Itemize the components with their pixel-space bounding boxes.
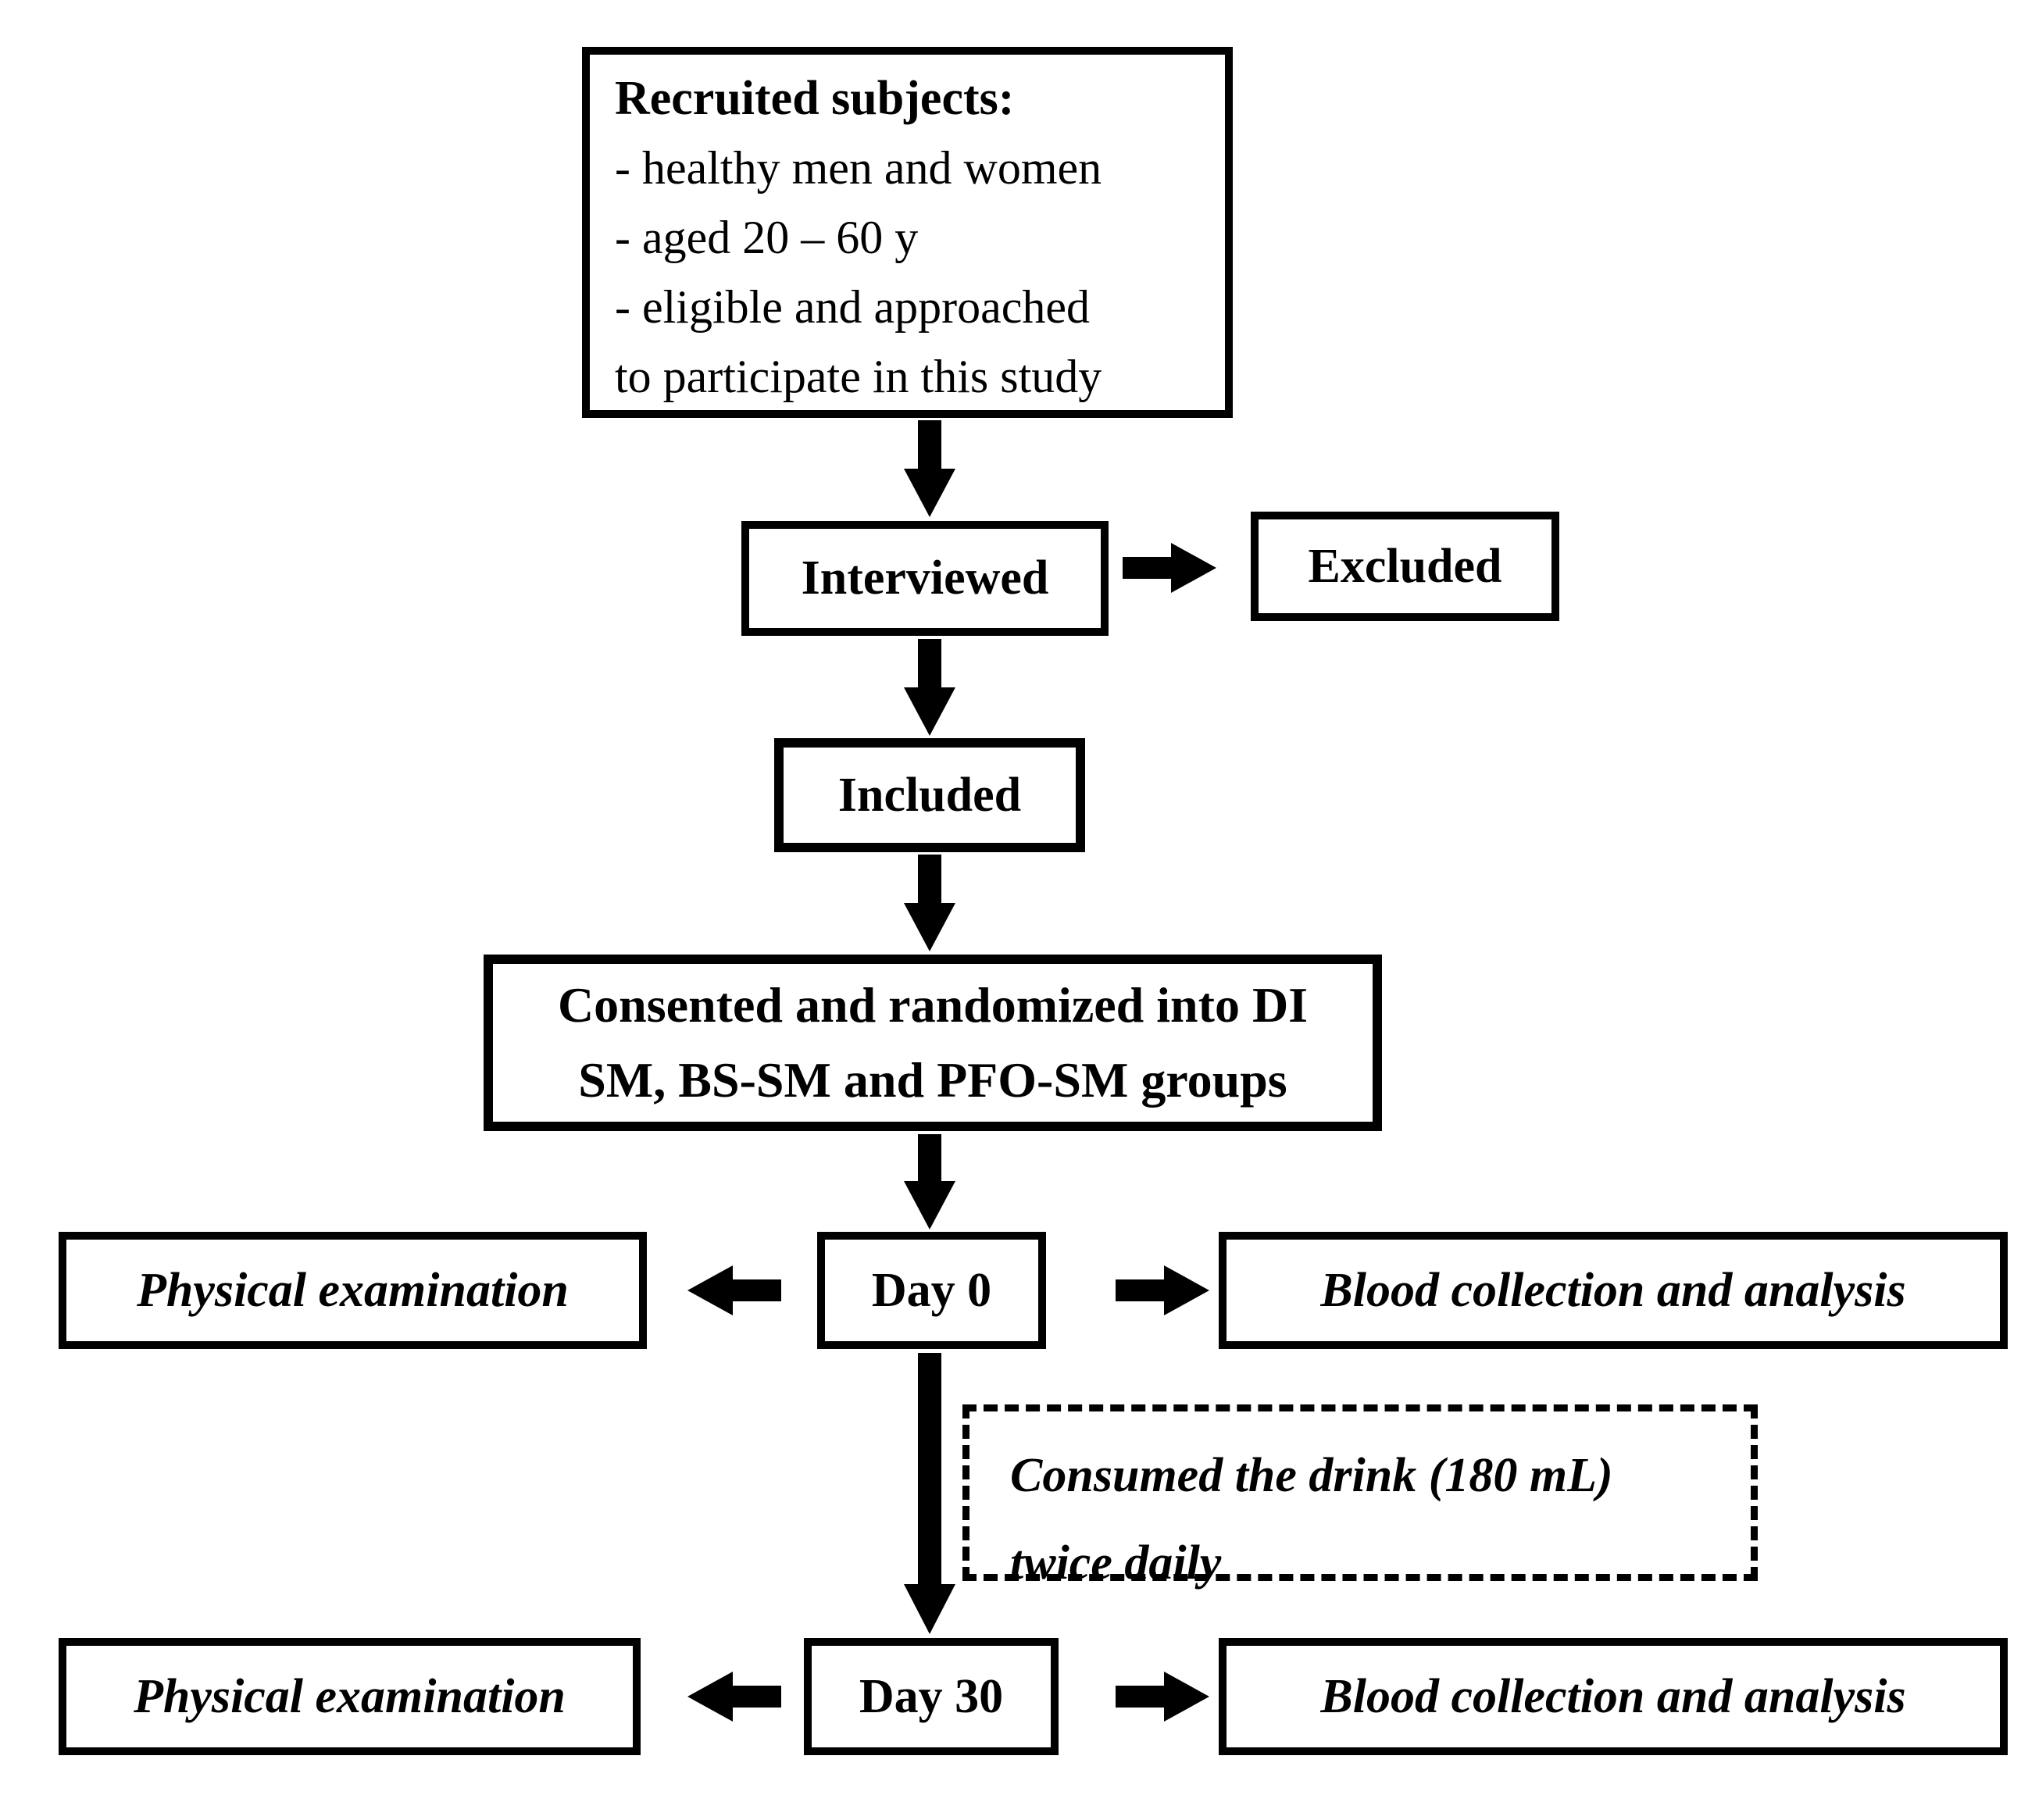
blood-collection-label: Blood collection and analysis <box>1320 1669 1906 1723</box>
arrow-right-icon <box>1123 543 1216 593</box>
arrow-down-icon <box>904 420 955 517</box>
arrow-down-icon <box>904 1134 955 1229</box>
consumed-drink-text: Consumed the drink (180 mL) twice daily <box>969 1411 1621 1607</box>
recruited-line-4: to participate in this study <box>615 351 1102 402</box>
physical-examination-box-day30: Physical examination <box>59 1638 641 1755</box>
day0-label: Day 0 <box>871 1263 992 1317</box>
recruited-title: Recruited subjects: <box>615 72 1015 125</box>
excluded-box: Excluded <box>1251 512 1559 621</box>
arrow-left-icon <box>687 1672 781 1722</box>
arrow-down-icon <box>904 855 955 951</box>
consented-line-2: SM, BS-SM and PFO-SM groups <box>578 1052 1287 1108</box>
arrow-down-long-icon <box>904 1353 955 1634</box>
day0-box: Day 0 <box>817 1232 1046 1349</box>
day30-label: Day 30 <box>859 1669 1004 1723</box>
excluded-label: Excluded <box>1308 539 1502 593</box>
arrow-right-icon <box>1116 1672 1209 1722</box>
blood-collection-box-day0: Blood collection and analysis <box>1219 1232 2008 1349</box>
physical-examination-label: Physical examination <box>137 1263 569 1317</box>
arrow-right-icon <box>1116 1265 1209 1315</box>
arrow-down-icon <box>904 639 955 736</box>
consented-text: Consented and randomized into DI SM, BS-… <box>493 968 1373 1118</box>
consented-randomized-box: Consented and randomized into DI SM, BS-… <box>484 955 1382 1131</box>
recruited-line-2: - aged 20 – 60 y <box>615 212 919 263</box>
blood-collection-label: Blood collection and analysis <box>1320 1263 1906 1317</box>
included-box: Included <box>774 738 1085 852</box>
recruited-subjects-text: Recruited subjects: - healthy men and wo… <box>590 53 1225 412</box>
blood-collection-box-day30: Blood collection and analysis <box>1219 1638 2008 1755</box>
arrow-left-icon <box>687 1265 781 1315</box>
physical-examination-box-day0: Physical examination <box>59 1232 647 1349</box>
interviewed-label: Interviewed <box>801 551 1049 605</box>
consented-line-1: Consented and randomized into DI <box>557 977 1309 1033</box>
recruited-subjects-box: Recruited subjects: - healthy men and wo… <box>582 47 1233 418</box>
consumed-drink-box: Consumed the drink (180 mL) twice daily <box>962 1404 1758 1590</box>
included-label: Included <box>837 768 1022 822</box>
physical-examination-label: Physical examination <box>134 1669 566 1723</box>
recruited-line-3: - eligible and approached <box>615 281 1091 333</box>
consumed-line-2: twice daily <box>1010 1536 1222 1590</box>
day30-box: Day 30 <box>804 1638 1059 1755</box>
recruited-line-1: - healthy men and women <box>615 142 1102 194</box>
consumed-line-1: Consumed the drink (180 mL) <box>1010 1449 1613 1502</box>
interviewed-box: Interviewed <box>741 521 1109 636</box>
